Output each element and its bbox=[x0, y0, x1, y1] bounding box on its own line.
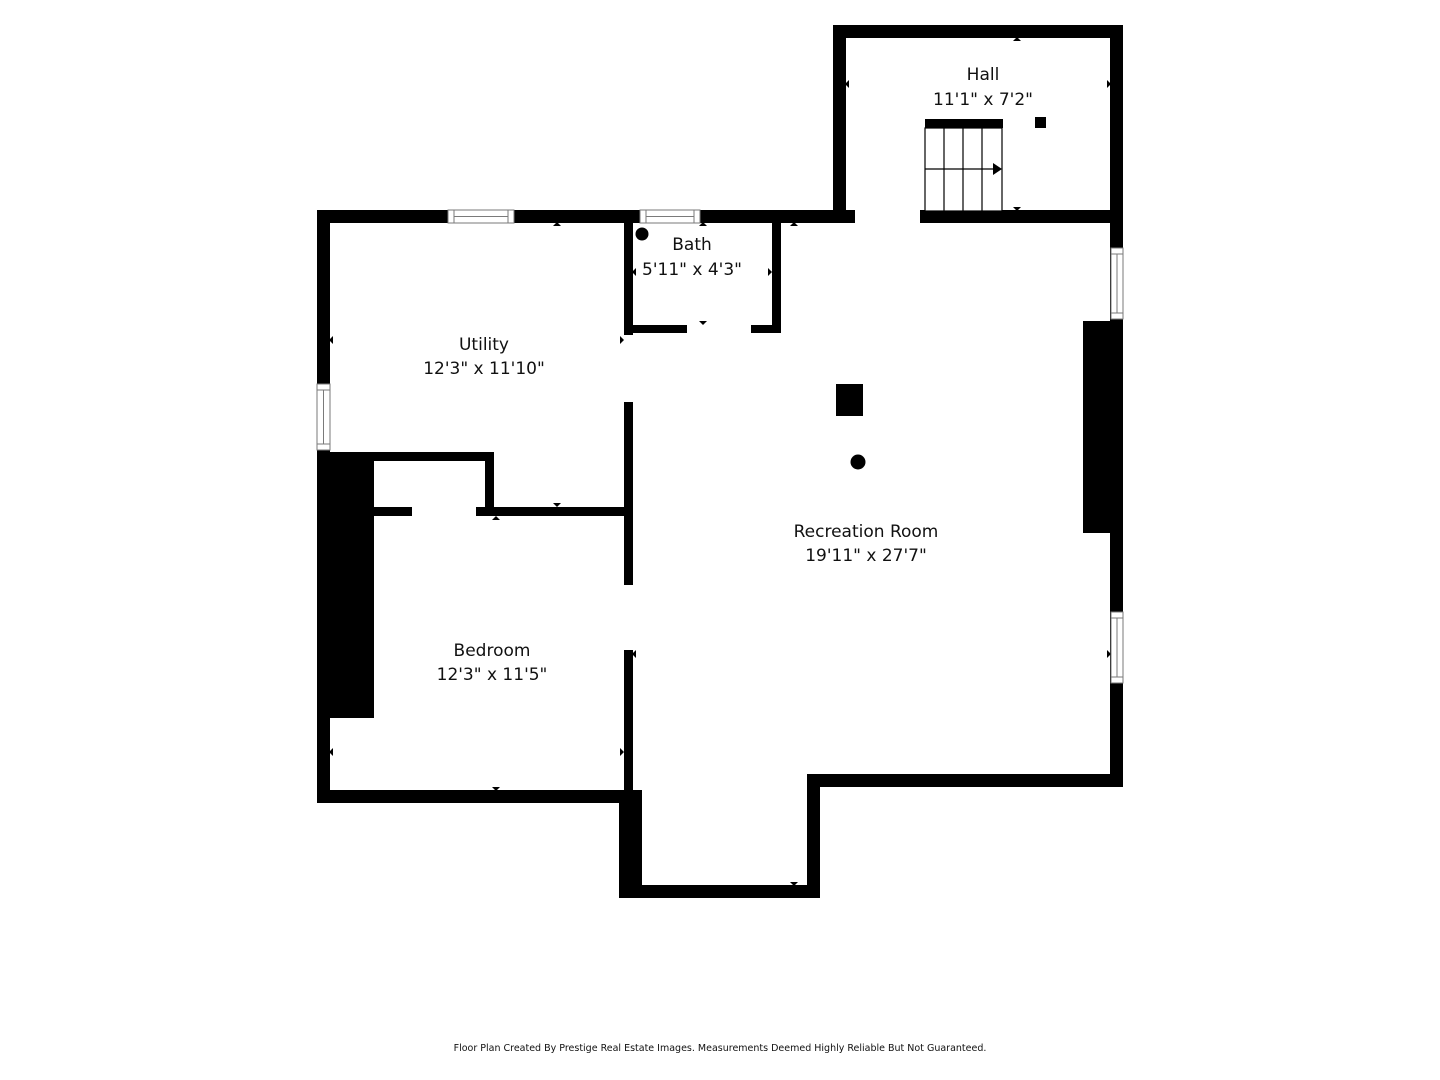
room-hall-name: Hall bbox=[967, 65, 1000, 85]
bath-fixture bbox=[635, 227, 649, 241]
room-utility-name: Utility bbox=[459, 335, 509, 355]
staircase bbox=[924, 119, 1003, 212]
measurement-markers bbox=[329, 37, 1111, 886]
recreation-fixture bbox=[850, 454, 866, 470]
footer-disclaimer: Floor Plan Created By Prestige Real Esta… bbox=[453, 1043, 987, 1054]
hall-fixture bbox=[1035, 117, 1046, 128]
hall-walls bbox=[833, 25, 1123, 223]
utility-closet-walls bbox=[330, 452, 632, 516]
room-bedroom: Bedroom 12'3" x 11'5" bbox=[437, 641, 548, 685]
window-recreation-right-upper bbox=[1110, 247, 1124, 320]
room-bath-dimensions: 5'11" x 4'3" bbox=[642, 260, 742, 280]
bottom-walls bbox=[317, 774, 1123, 898]
room-utility-dimensions: 12'3" x 11'10" bbox=[423, 359, 545, 379]
top-walls bbox=[317, 210, 1123, 223]
room-recreation-name: Recreation Room bbox=[794, 522, 939, 542]
window-bath-top bbox=[639, 209, 701, 224]
room-hall-dimensions: 11'1" x 7'2" bbox=[933, 90, 1033, 110]
recreation-column bbox=[836, 384, 863, 416]
bath-walls bbox=[624, 210, 781, 335]
left-walls bbox=[317, 210, 374, 803]
window-utility-left bbox=[316, 383, 331, 451]
room-bath-name: Bath bbox=[672, 235, 712, 255]
window-utility-top bbox=[447, 209, 515, 224]
central-partition bbox=[624, 402, 633, 800]
room-bedroom-name: Bedroom bbox=[454, 641, 531, 661]
room-recreation: Recreation Room 19'11" x 27'7" bbox=[794, 522, 939, 566]
room-bath: Bath 5'11" x 4'3" bbox=[642, 235, 742, 280]
window-recreation-right-lower bbox=[1110, 611, 1124, 684]
room-hall: Hall 11'1" x 7'2" bbox=[933, 65, 1033, 110]
room-utility: Utility 12'3" x 11'10" bbox=[423, 335, 545, 379]
room-bedroom-dimensions: 12'3" x 11'5" bbox=[437, 665, 548, 685]
room-recreation-dimensions: 19'11" x 27'7" bbox=[805, 546, 927, 566]
